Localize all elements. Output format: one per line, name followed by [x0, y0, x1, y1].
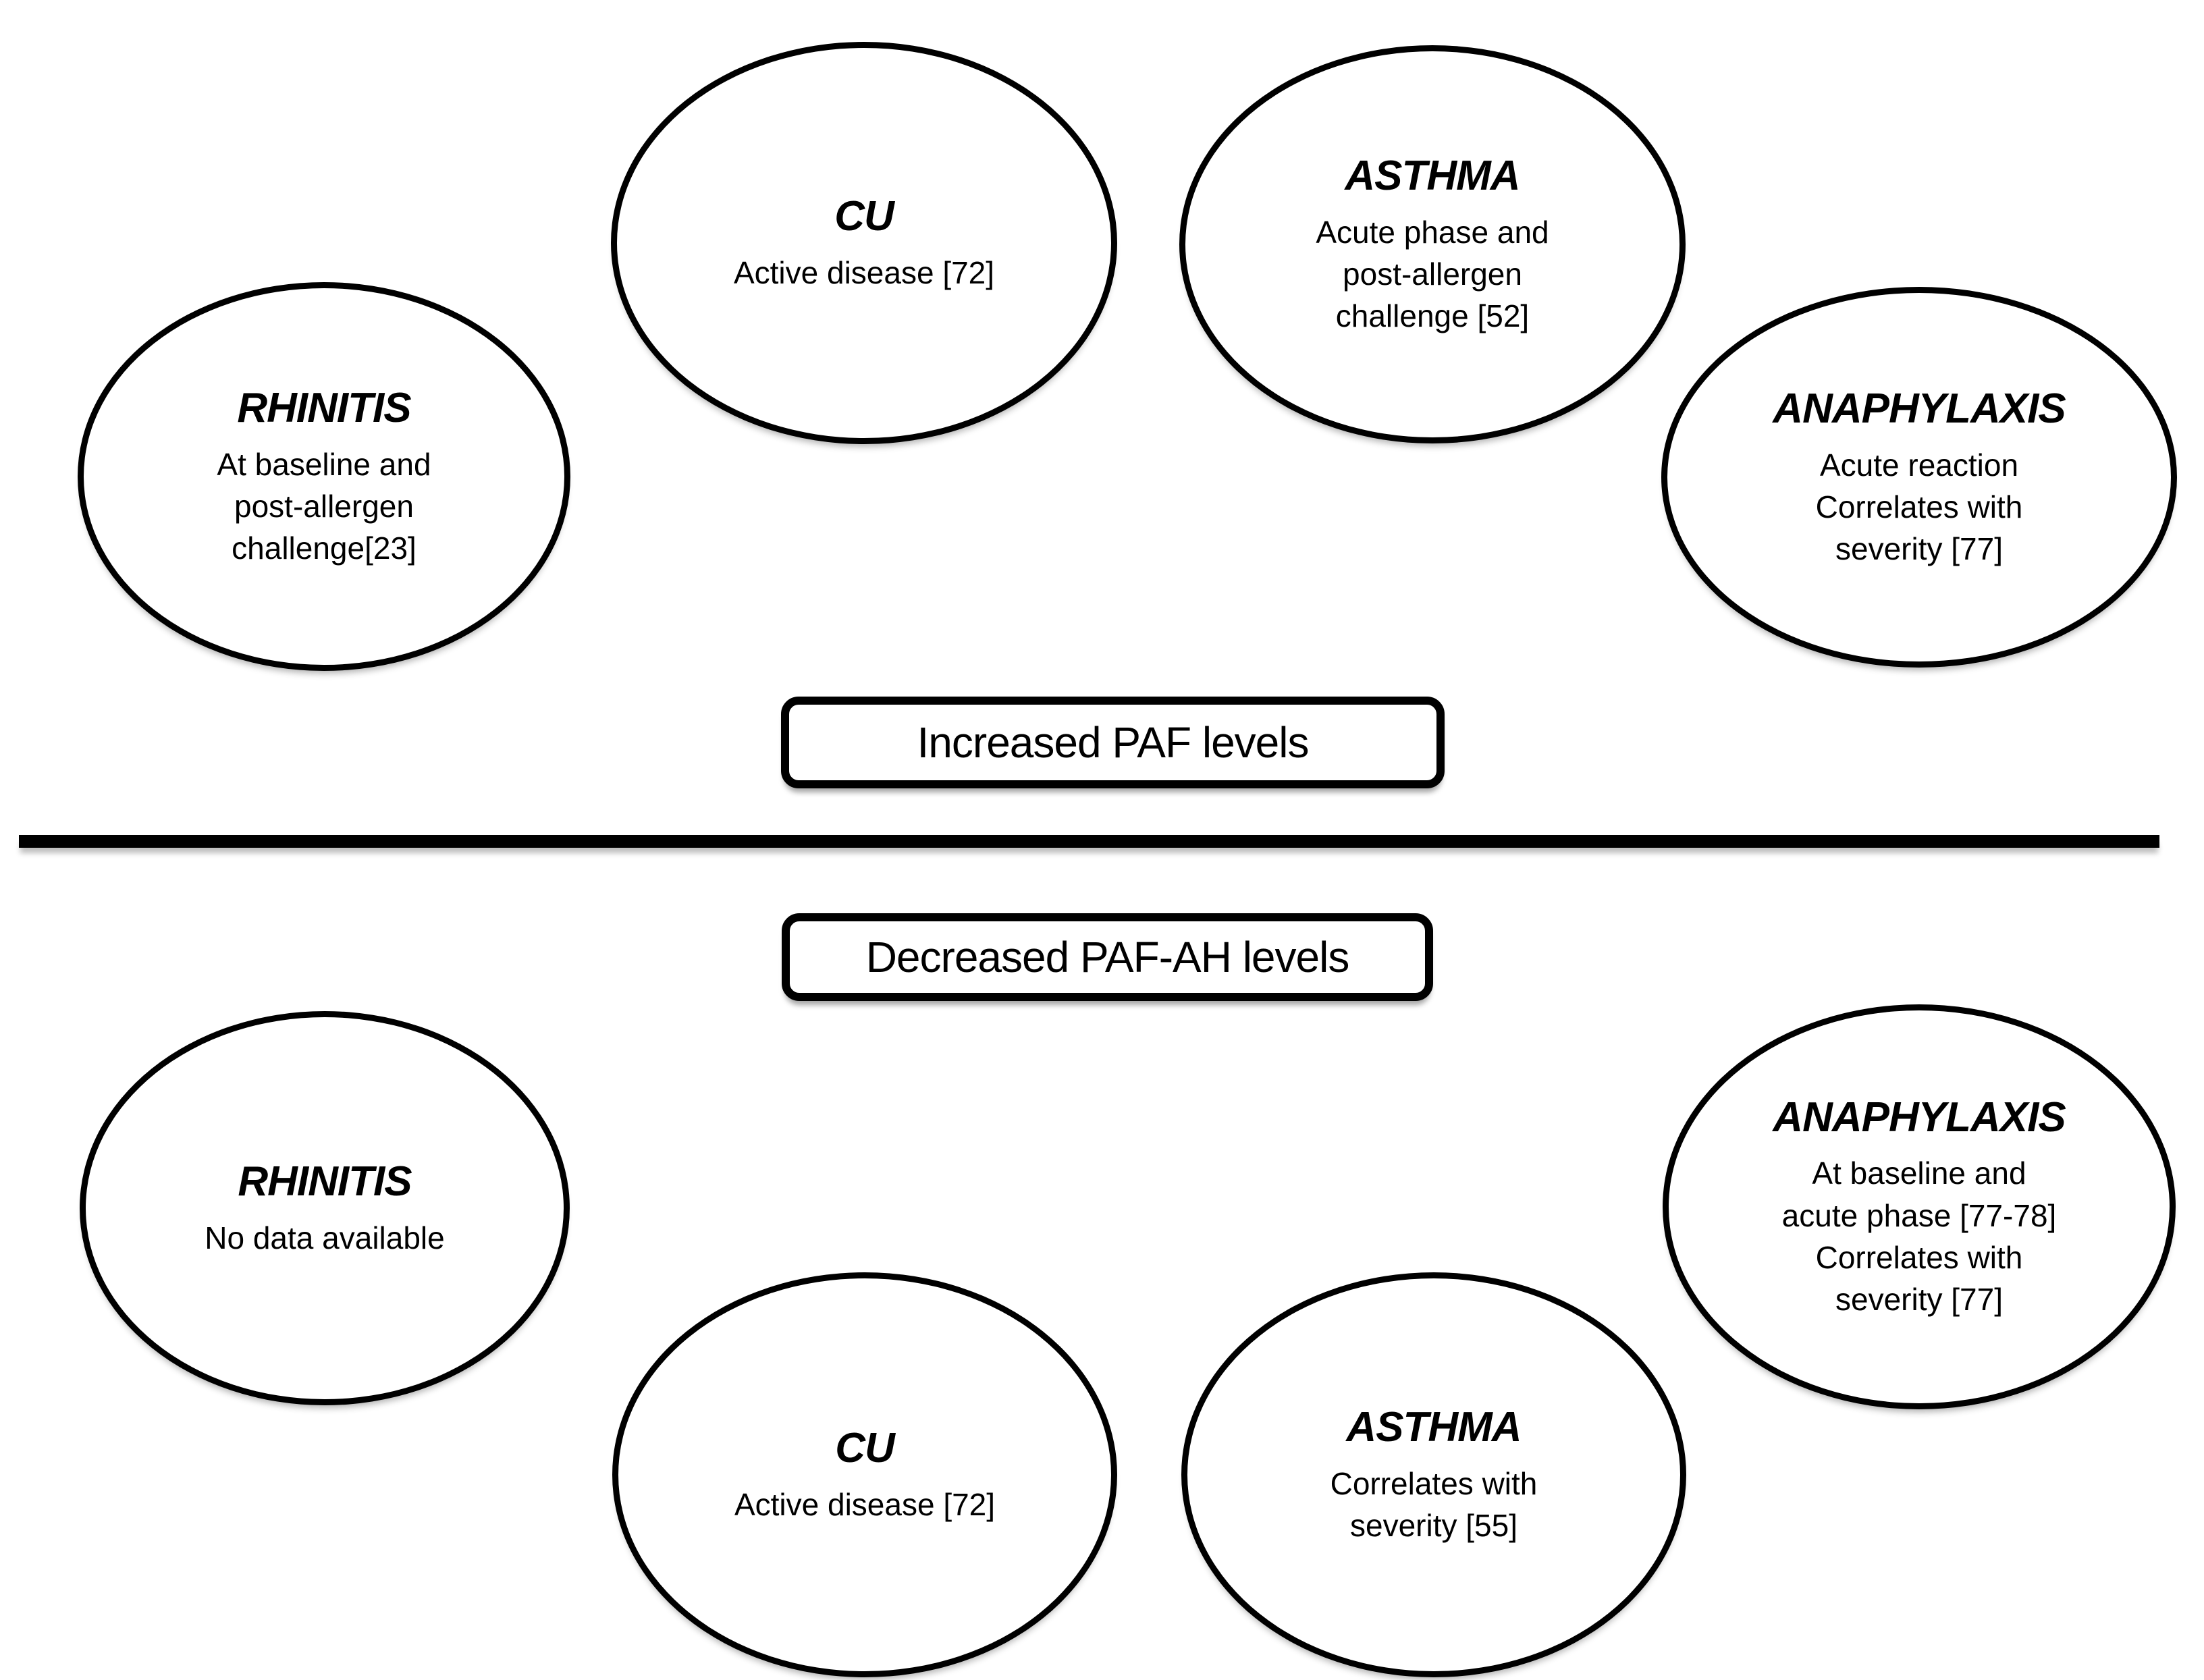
ellipse-title: ANAPHYLAXIS [1773, 385, 2066, 433]
section-divider-line [19, 835, 2159, 848]
decreased-paf-ah-levels-label: Decreased PAF-AH levels [865, 933, 1350, 981]
increased-paf-levels-box: Increased PAF levels [781, 697, 1445, 788]
ellipse-body: Active disease [72] [734, 1486, 996, 1522]
ellipse-cu-decreased: CU Active disease [72] [612, 1272, 1117, 1677]
ellipse-title: ASTHMA [1345, 153, 1520, 200]
ellipse-body: Acute reaction Correlates with severity … [1815, 447, 2023, 566]
ellipse-cu-increased: CU Active disease [72] [611, 42, 1117, 444]
ellipse-rhinitis-increased: RHINITIS At baseline and post-allergen c… [78, 282, 570, 671]
ellipse-body: No data available [205, 1220, 445, 1255]
ellipse-title: CU [835, 1425, 895, 1472]
ellipse-anaphylaxis-increased: ANAPHYLAXIS Acute reaction Correlates wi… [1661, 287, 2177, 668]
ellipse-body: At baseline and acute phase [77-78] Corr… [1781, 1156, 2057, 1317]
ellipse-body: Correlates with severity [55] [1330, 1465, 1538, 1543]
decreased-paf-ah-levels-box: Decreased PAF-AH levels [782, 913, 1433, 1001]
ellipse-asthma-decreased: ASTHMA Correlates with severity [55] [1181, 1272, 1686, 1677]
ellipse-anaphylaxis-decreased: ANAPHYLAXIS At baseline and acute phase … [1663, 1004, 2176, 1409]
ellipse-title: CU [834, 193, 894, 240]
ellipse-body: Acute phase and post-allergen challenge … [1316, 214, 1549, 333]
ellipse-body: Active disease [72] [733, 254, 995, 290]
increased-paf-levels-label: Increased PAF levels [917, 718, 1310, 767]
ellipse-asthma-increased: ASTHMA Acute phase and post-allergen cha… [1179, 45, 1686, 443]
ellipse-title: ASTHMA [1346, 1404, 1522, 1451]
ellipse-title: RHINITIS [237, 385, 411, 432]
ellipse-rhinitis-decreased: RHINITIS No data available [80, 1011, 570, 1405]
ellipse-body: At baseline and post-allergen challenge[… [217, 446, 431, 566]
ellipse-title: ANAPHYLAXIS [1773, 1094, 2066, 1141]
ellipse-title: RHINITIS [238, 1158, 412, 1205]
